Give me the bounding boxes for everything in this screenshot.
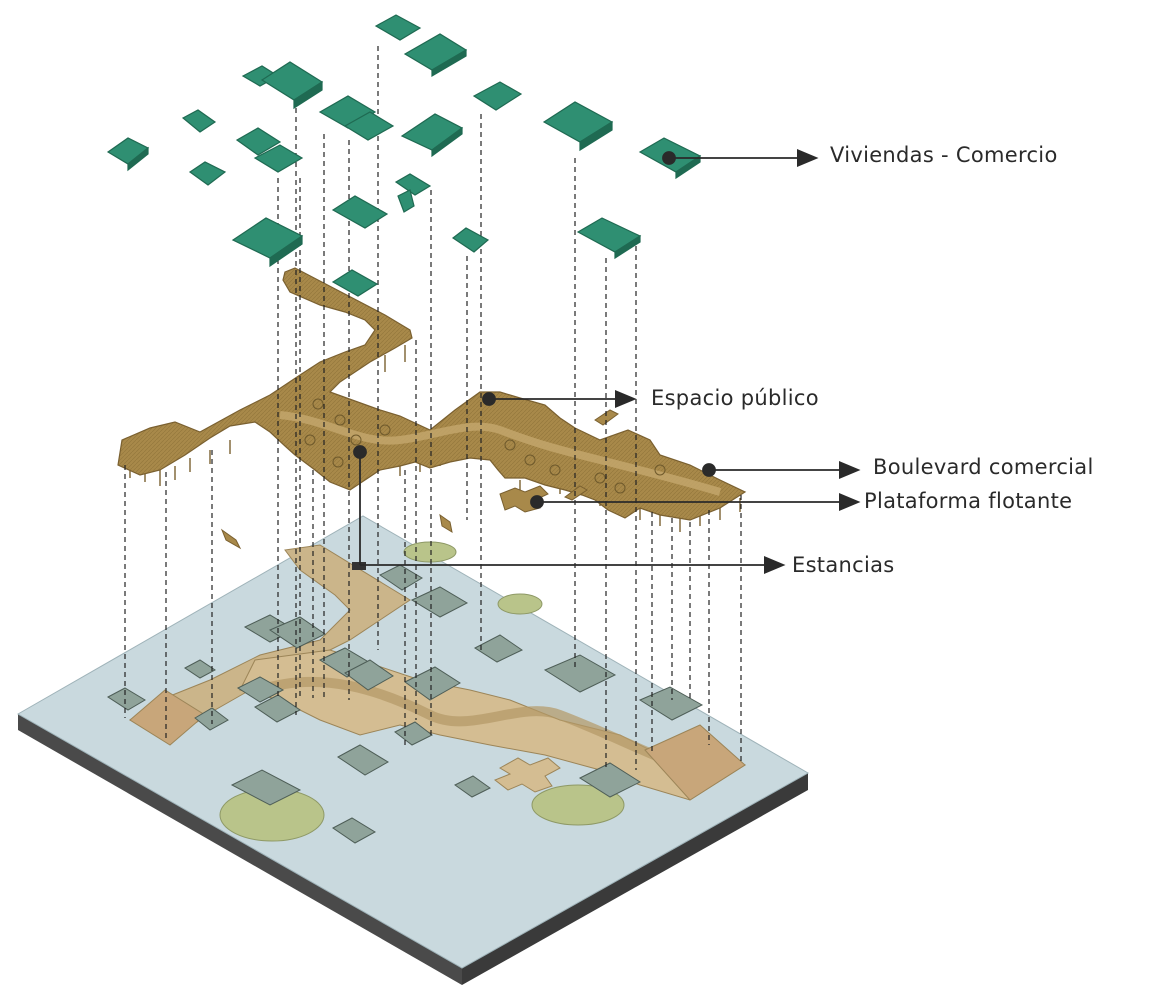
house (394, 173, 432, 213)
ground-house (184, 659, 216, 679)
ground-cross-platform (493, 757, 561, 793)
ground-house (578, 762, 642, 798)
deck-platform-layer (117, 267, 747, 550)
ground-house (454, 775, 491, 798)
ground-house (236, 676, 285, 703)
house (331, 195, 389, 229)
ground-house (194, 707, 229, 731)
base-side-left (18, 714, 462, 985)
dot-estancias (353, 445, 367, 459)
ground-house (332, 817, 376, 844)
ground-house (254, 694, 301, 723)
house (472, 81, 523, 111)
house (331, 269, 379, 297)
islet (497, 593, 543, 615)
callouts (353, 149, 861, 574)
ground-deck-right (644, 724, 746, 801)
ground-house (394, 721, 433, 746)
house (181, 109, 217, 133)
ground-house (638, 686, 704, 721)
house (318, 95, 395, 141)
house (576, 217, 642, 260)
dot-boulevard (702, 463, 716, 477)
islet (403, 541, 457, 563)
ground-house (543, 654, 617, 693)
deck-path-curve (279, 411, 722, 496)
floating-boat (439, 513, 453, 534)
base-side-right (462, 773, 808, 985)
label-viviendas-comercio: Viviendas - Comercio (830, 143, 1058, 167)
house (403, 33, 468, 78)
house (235, 127, 304, 173)
islet (531, 784, 625, 826)
house (542, 101, 614, 152)
ground-house (379, 564, 423, 591)
label-boulevard-comercial: Boulevard comercial (873, 455, 1094, 479)
dot-viviendas (662, 151, 676, 165)
dot-plataforma (530, 495, 544, 509)
house (188, 161, 227, 186)
house (241, 61, 324, 110)
estancias-ground-marker (352, 562, 366, 570)
projection-lines (124, 46, 742, 770)
ground-house (230, 769, 302, 806)
dot-espacio (482, 392, 496, 406)
ground-house (474, 634, 523, 663)
houses-layer (106, 14, 702, 297)
ground-house (404, 666, 461, 701)
ground-house (268, 616, 326, 649)
house (374, 14, 422, 41)
label-espacio-publico: Espacio público (651, 386, 819, 410)
floating-boat (594, 409, 619, 426)
house (106, 137, 150, 172)
house (231, 217, 304, 268)
ground-level-layout (107, 541, 747, 844)
house (451, 227, 490, 253)
floating-boat (563, 485, 588, 501)
house (400, 113, 464, 158)
label-estancias: Estancias (792, 553, 895, 577)
floating-boat (220, 528, 242, 550)
ground-house (107, 687, 146, 711)
label-plataforma-flotante: Plataforma flotante (864, 489, 1073, 513)
ground-house (337, 744, 389, 776)
ground-house (344, 659, 394, 691)
ground-house (410, 586, 469, 618)
ground-path-curve (258, 676, 692, 775)
